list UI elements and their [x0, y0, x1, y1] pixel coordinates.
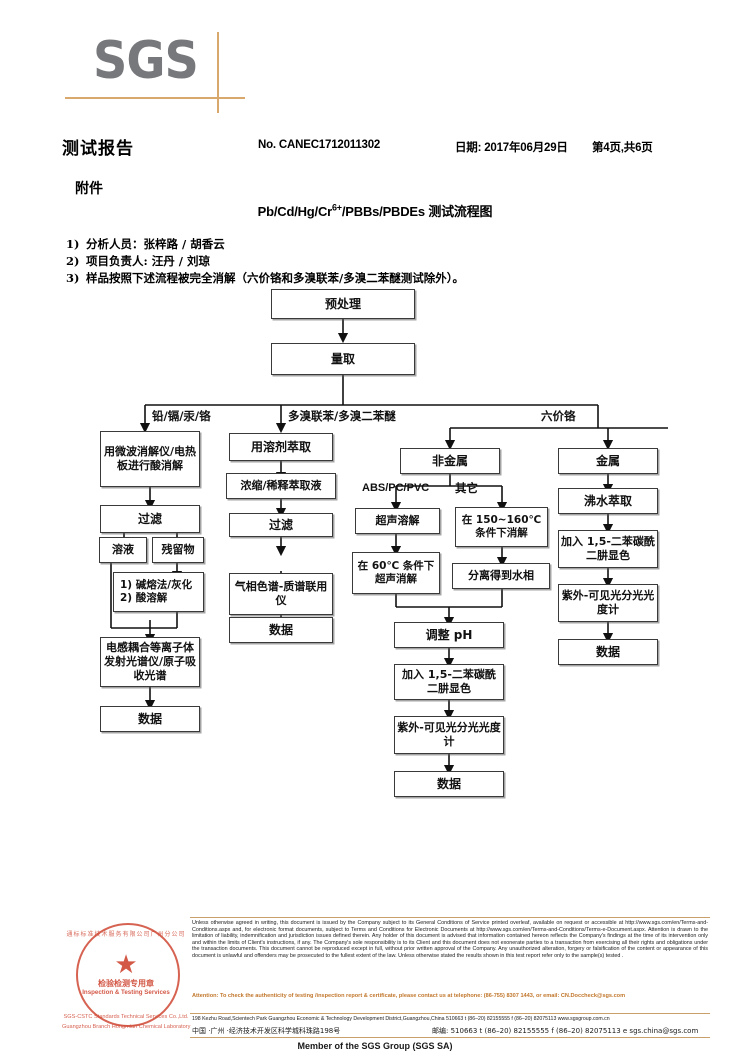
flow-node-separate-aqueous: 分离得到水相 [452, 563, 550, 589]
page-number: 第4页,共6页 [592, 142, 653, 154]
page-title: 测试报告 [62, 139, 134, 159]
note-index: 3) [66, 271, 80, 285]
seal-center-english: Inspection & Testing Services [82, 989, 170, 996]
diagram-title-post: /PBBs/PBDEs 测试流程图 [341, 204, 493, 219]
diagram-title: Pb/Cd/Hg/Cr6+/PBBs/PBDEs 测试流程图 [0, 201, 750, 220]
edge-label-abs-pc-pvc: ABS/PC/PVC [362, 482, 430, 494]
note-text: 分析人员：张梓路 / 胡香云 [86, 237, 225, 251]
note-index: 2) [66, 254, 80, 268]
list-item: 1) 分析人员：张梓路 / 胡香云 [66, 236, 464, 253]
logo-text: SGS [93, 31, 199, 91]
company-seal: 通标标准技术服务有限公司广州分公司 ★ 检验检测专用章 Inspection &… [62, 921, 190, 1039]
note-text: 样品按照下述流程被完全消解（六价铬和多溴联苯/多溴二苯醚测试除外）。 [86, 271, 464, 285]
flow-node-gcms: 气相色谱-质谱联用仪 [229, 573, 333, 615]
attention-notice: Attention: To check the authenticity of … [192, 993, 626, 999]
address-chinese-street: 中国 ·广州 ·经济技术开发区科学城科珠路198号 [192, 1027, 341, 1035]
flow-node-filter-mid: 过滤 [229, 513, 333, 537]
member-notice: Member of the SGS Group (SGS SA) [297, 1041, 453, 1051]
flow-node-pretreatment: 预处理 [271, 289, 415, 319]
notes-list: 1) 分析人员：张梓路 / 胡香云 2) 项目负责人: 汪丹 / 刘琼 3) 样品按照… [66, 236, 464, 287]
legal-disclaimer: Unless otherwise agreed in writing, this… [192, 920, 708, 959]
footer-divider-top [190, 917, 710, 918]
edge-label-metals: 铅/镉/汞/铬 [152, 409, 211, 423]
seal-circle [76, 923, 180, 1027]
address-chinese-zip: 邮编: 510663 t (86–20) 82155555 f (86–20) … [432, 1027, 699, 1035]
flow-node-alkali-acid: 1) 碱熔法/灰化 2) 酸溶解 [113, 572, 204, 612]
flow-node-filter-left: 过滤 [100, 505, 200, 533]
footer-divider-mid [190, 1013, 710, 1014]
flow-node-residue: 残留物 [152, 537, 204, 563]
flow-node-ultrasonic-dissolve: 超声溶解 [355, 508, 440, 534]
report-number: No. CANEC1712011302 [258, 139, 381, 151]
flow-node-concentrate-dilute: 浓缩/稀释萃取液 [226, 473, 336, 499]
flow-node-adjust-ph: 调整 pH [394, 622, 504, 648]
flow-node-data-cr-nonmetal: 数据 [394, 771, 504, 797]
flow-node-dpc-color-metal: 加入 1,5-二苯碳酰二肼显色 [558, 530, 658, 568]
flow-node-data-cr-metal: 数据 [558, 639, 658, 665]
flow-node-ultrasonic-60: 在 60℃ 条件下超声消解 [352, 552, 440, 594]
flow-node-metal: 金属 [558, 448, 658, 474]
address-english: 198 Kezhu Road,Scientech Park Guangzhou … [192, 1016, 610, 1022]
flow-node-uv-vis: 紫外-可见光分光光度计 [394, 716, 504, 754]
star-icon: ★ [114, 949, 138, 979]
edge-label-other: 其它 [455, 481, 478, 495]
flow-node-weighing: 量取 [271, 343, 415, 375]
seal-company-line1: SGS-CSTC Standards Technical Services Co… [63, 1014, 189, 1020]
edge-label-cr6: 六价铬 [541, 409, 576, 423]
flow-node-dpc-color: 加入 1,5-二苯碳酰二肼显色 [394, 664, 504, 700]
flow-node-icp-aas: 电感耦合等离子体发射光谱仪/原子吸收光谱 [100, 637, 200, 687]
appendix-label: 附件 [75, 181, 103, 197]
edge-label-pbb-pbde: 多溴联苯/多溴二苯醚 [288, 409, 396, 423]
footer-divider-bottom [190, 1037, 710, 1038]
note-text: 项目负责人: 汪丹 / 刘琼 [86, 254, 210, 268]
seal-arc-text: 通标标准技术服务有限公司广州分公司 [66, 931, 186, 938]
list-item: 3) 样品按照下述流程被完全消解（六价铬和多溴联苯/多溴二苯醚测试除外）。 [66, 270, 464, 287]
address-chinese: 中国 ·广州 ·经济技术开发区科学城科珠路198号 邮编: 510663 t (8… [192, 1026, 712, 1036]
flow-node-boiling-water: 沸水萃取 [558, 488, 658, 514]
flow-node-solvent-extract: 用溶剂萃取 [229, 433, 333, 461]
seal-center-chinese: 检验检测专用章 [98, 979, 154, 988]
flow-node-nonmetal: 非金属 [400, 448, 500, 474]
flow-node-microwave-digestion: 用微波消解仪/电热板进行酸消解 [100, 431, 200, 487]
flow-node-digest-150-160: 在 150~160℃ 条件下消解 [455, 507, 548, 547]
note-index: 1) [66, 237, 80, 251]
list-item: 2) 项目负责人: 汪丹 / 刘琼 [66, 253, 464, 270]
flow-node-data-left: 数据 [100, 706, 200, 732]
logo-horizontal-rule [65, 97, 245, 99]
flow-node-solution: 溶液 [99, 537, 147, 563]
report-date: 日期: 2017年06月29日 [455, 142, 568, 154]
diagram-title-superscript: 6+ [332, 202, 342, 213]
flow-node-data-mid: 数据 [229, 617, 333, 643]
sgs-logo: SGS [65, 31, 245, 113]
diagram-title-pre: Pb/Cd/Hg/Cr [257, 204, 333, 219]
seal-company-line2: Guangzhou Branch Hongmian Chemical Labor… [62, 1024, 191, 1030]
logo-vertical-rule [217, 32, 219, 113]
flow-node-uv-vis-metal: 紫外-可见光分光光度计 [558, 584, 658, 622]
